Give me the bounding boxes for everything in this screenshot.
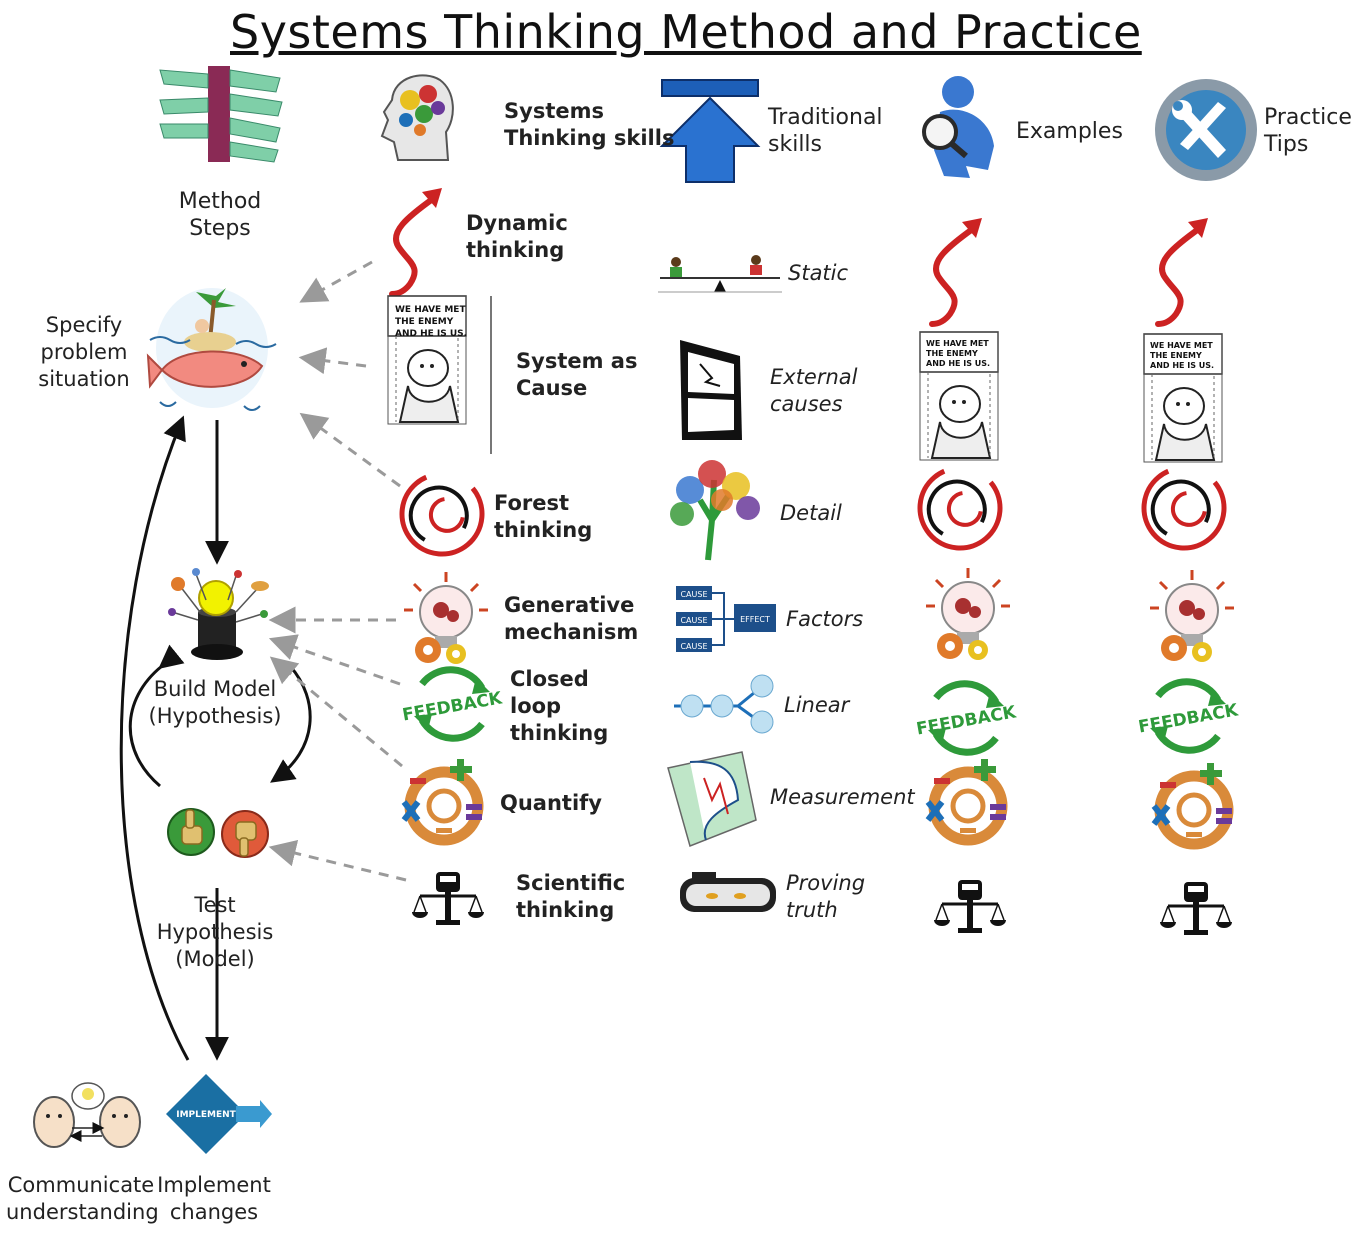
skill-forest-thinking: Forest thinking (494, 491, 593, 542)
traditional-static: Static (788, 261, 849, 285)
quantify-to-build-dashed-arrow (269, 656, 403, 768)
traditional-linear: Linear (784, 693, 850, 717)
comic-line-2: THE ENEMY (395, 317, 454, 327)
broken-window-icon (680, 340, 742, 440)
thumbs-down-icon (221, 810, 269, 858)
lightbulb-gears-icon (402, 570, 490, 666)
traditional-proving-truth: Proving truth (786, 871, 866, 922)
closed-loop-to-build-dashed-arrow (268, 634, 401, 686)
practice-tips-header: Practice Tips (1264, 105, 1352, 157)
tips-comic-line-2: THE ENEMY (1150, 351, 1202, 360)
effect-label: EFFECT (740, 615, 770, 624)
traditional-detail: Detail (780, 501, 842, 525)
measurement-icon (667, 751, 757, 848)
feedback-icon-text: FEEDBACK (401, 688, 504, 725)
tips-quantify-icon (1154, 763, 1232, 844)
cause-label-1: CAUSE (680, 590, 707, 599)
skill-closed-loop-thinking: Closed loop thinking (510, 667, 609, 745)
justice-scale-icon (410, 870, 486, 927)
tips-squiggle-icon (1158, 218, 1208, 324)
skill-scientific-thinking: Scientific thinking (516, 871, 626, 922)
thumbs-up-icon (167, 808, 215, 856)
pogo-comic-icon: WE HAVE MET THE ENEMY AND HE IS US. (387, 295, 492, 454)
traditional-skills-header: Traditional skills (768, 105, 883, 157)
examples-header: Examples (1016, 119, 1123, 144)
seesaw-icon (658, 255, 782, 293)
example-pogo-comic-icon: WE HAVE MET THE ENEMY AND HE IS US. (919, 331, 999, 461)
skill-quantify: Quantify (500, 791, 602, 815)
cause-label-2: CAUSE (680, 616, 707, 625)
step-test-hypothesis: Test Hypothesis (Model) (156, 893, 274, 971)
implement-badge-text: IMPLEMENT (176, 1110, 236, 1120)
forest-to-specify-dashed-arrow (299, 412, 401, 488)
example-scale-icon (932, 878, 1008, 935)
tips-pogo-comic-icon: WE HAVE MET THE ENEMY AND HE IS US. (1143, 333, 1223, 463)
skill-generative-mechanism: Generative mechanism (504, 593, 639, 644)
example-comic-line-1: WE HAVE MET (926, 339, 989, 348)
skill-dynamic-thinking: Dynamic thinking (466, 211, 568, 262)
step-build-model: Build Model (Hypothesis) (148, 677, 282, 728)
head-gears-icon (380, 74, 454, 161)
communicate-faces-icon (33, 1082, 141, 1148)
comic-line-3: AND HE IS US. (395, 329, 467, 339)
example-forest-icon (904, 452, 1017, 565)
tips-comic-line-3: AND HE IS US. (1150, 361, 1214, 370)
example-comic-line-2: THE ENEMY (926, 349, 978, 358)
test-to-build-loop-arrow (128, 644, 185, 788)
systems-thinking-skills-header: Systems Thinking skills (504, 99, 675, 150)
example-lightbulb-icon (924, 566, 1012, 662)
orrery-model-icon (168, 568, 269, 660)
traditional-measurement: Measurement (770, 785, 915, 809)
scientific-to-test-dashed-arrow (268, 839, 407, 882)
step-implement: Implement changes (157, 1173, 271, 1224)
magnifier-person-icon (922, 76, 994, 178)
example-squiggle-icon (932, 218, 982, 324)
forest-rings-icon (386, 458, 499, 571)
example-quantify-icon (928, 759, 1006, 840)
implement-to-specify-arrow (119, 415, 190, 1061)
tools-icon (1155, 79, 1257, 181)
cause-effect-icon: CAUSE CAUSE CAUSE EFFECT (676, 586, 776, 652)
island-fish-icon (146, 288, 277, 411)
tips-lightbulb-icon (1148, 568, 1236, 664)
step-communicate: Communicate understanding (6, 1173, 159, 1224)
example-comic-line-3: AND HE IS US. (926, 359, 990, 368)
step-specify-problem: Specify problem situation (38, 313, 130, 391)
squiggle-arrow-icon (392, 188, 442, 294)
implement-diamond-icon (166, 1074, 272, 1154)
method-steps-header: Method Steps (178, 189, 262, 241)
rearview-mirror-icon (680, 872, 776, 912)
skill-system-as-cause: System as Cause (516, 349, 638, 400)
dynamic-to-specify-dashed-arrow (299, 260, 373, 303)
tips-comic-line-1: WE HAVE MET (1150, 341, 1213, 350)
quantify-math-icon (404, 759, 482, 840)
cause-label-3: CAUSE (680, 642, 707, 651)
comic-line-1: WE HAVE MET (395, 305, 466, 315)
tips-scale-icon (1158, 880, 1234, 937)
tips-feedback-icon-text: FEEDBACK (1137, 700, 1240, 737)
spiral-staircase-icon (159, 66, 283, 163)
cause-to-specify-dashed-arrow (298, 347, 367, 375)
example-feedback-icon-text: FEEDBACK (915, 702, 1018, 739)
traditional-factors: Factors (786, 607, 864, 631)
traditional-external-causes: External causes (770, 365, 858, 416)
page-title: Systems Thinking Method and Practice (230, 5, 1142, 59)
tips-forest-icon (1128, 452, 1241, 565)
linear-chain-icon (674, 674, 774, 734)
tree-icon (670, 460, 760, 561)
blue-up-arrow-icon (659, 79, 761, 183)
